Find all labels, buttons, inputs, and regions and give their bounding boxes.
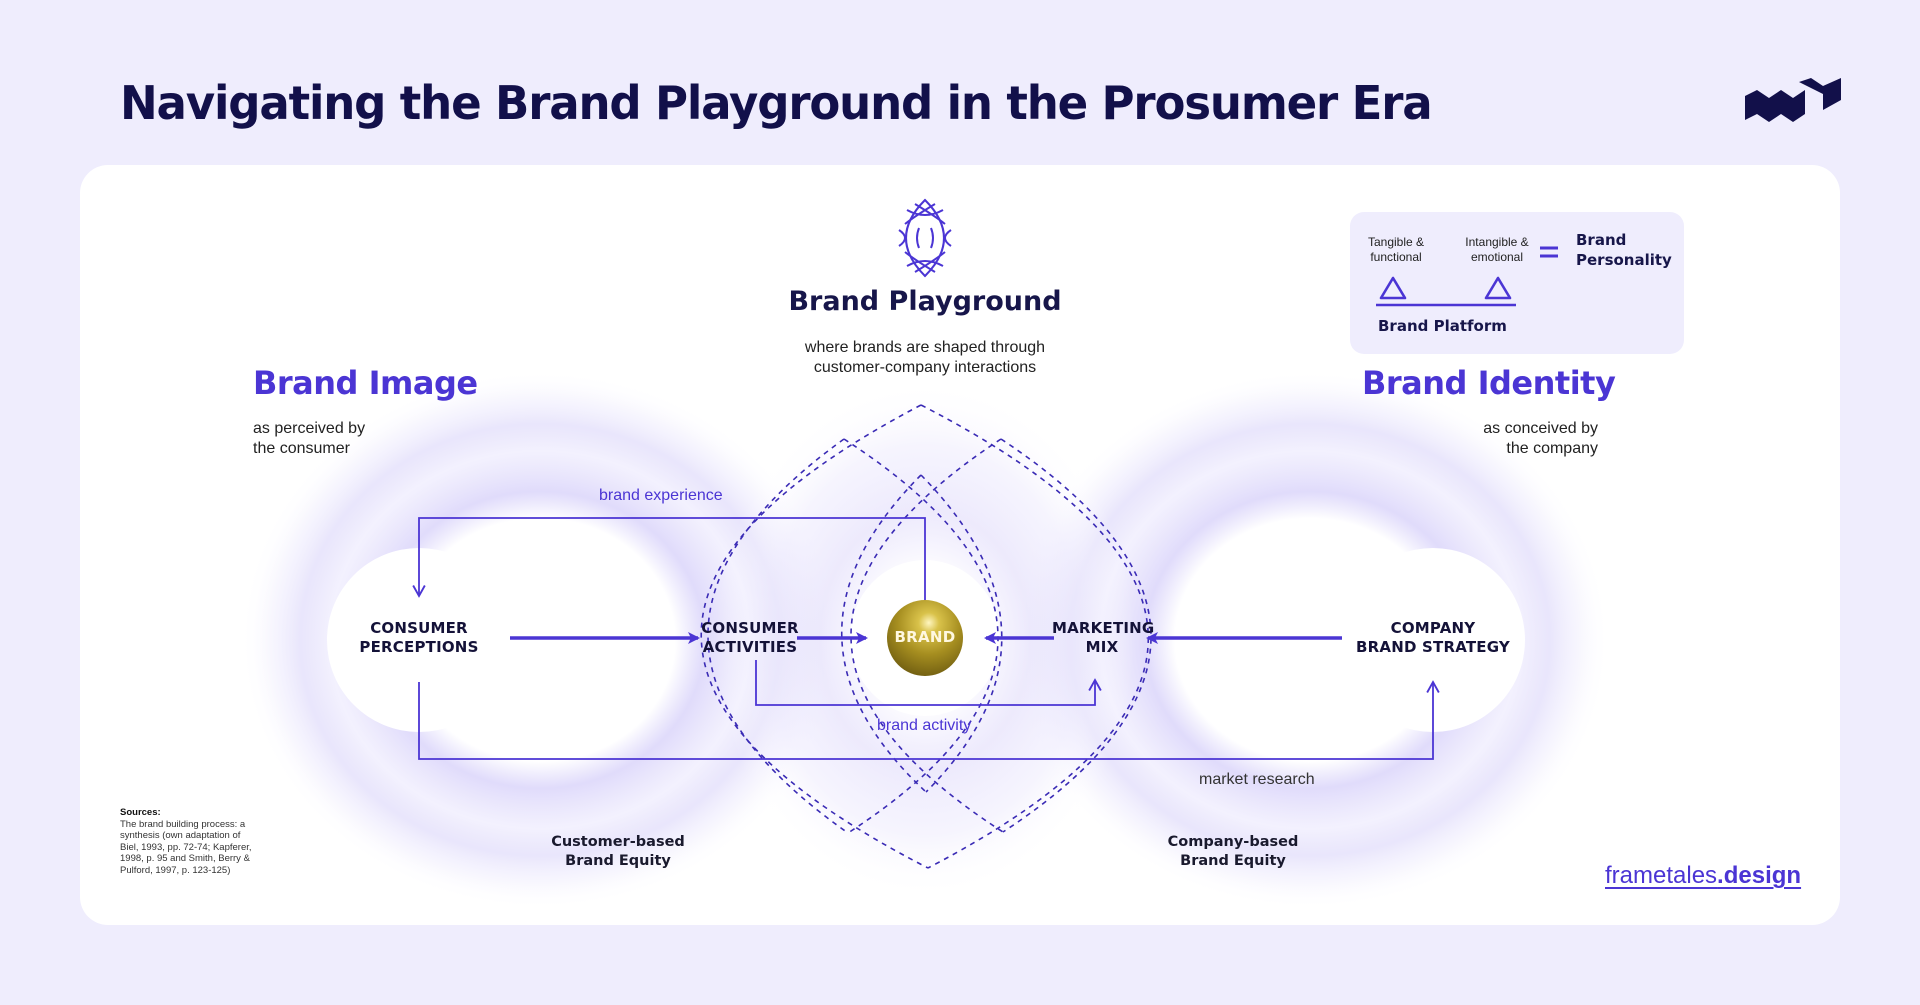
- sources-text: The brand building process: a synthesis …: [120, 818, 252, 876]
- label-brand-experience: brand experience: [599, 487, 723, 504]
- node-consumer-activities: CONSUMER ACTIVITIES: [700, 619, 800, 657]
- brand-image-sub-line1: as perceived by: [253, 420, 366, 437]
- node-consumer-perceptions-line1: CONSUMER: [370, 619, 468, 637]
- node-company-brand-strategy: COMPANY BRAND STRATEGY: [1343, 619, 1523, 657]
- legend-tangible-line2: functional: [1370, 250, 1422, 264]
- node-company-brand-strategy-line2: BRAND STRATEGY: [1356, 638, 1510, 656]
- company-equity-line1: Company-based: [1167, 834, 1299, 850]
- playground-subtitle-line1: where brands are shaped through: [804, 339, 1046, 356]
- page-title: Navigating the Brand Playground in the P…: [120, 76, 1433, 130]
- node-consumer-activities-line2: ACTIVITIES: [702, 638, 798, 656]
- node-marketing-mix: MARKETING MIX: [1052, 619, 1155, 657]
- brand-sphere: [887, 600, 963, 676]
- legend-intangible-label: Intangible & emotional: [1456, 235, 1538, 265]
- legend-result-line1: Brand: [1576, 231, 1627, 249]
- legend-intangible-line2: emotional: [1470, 250, 1524, 264]
- frametales-design-link[interactable]: frametales.design: [1605, 862, 1801, 890]
- customer-based-equity: Customer-based Brand Equity: [538, 833, 698, 871]
- playground-title: Brand Playground: [788, 286, 1062, 317]
- node-marketing-mix-line1: MARKETING: [1052, 619, 1155, 637]
- legend-balance-icon: [1376, 246, 1558, 307]
- legend-result-line2: Personality: [1576, 251, 1672, 269]
- legend-brand-personality: Brand Personality: [1576, 230, 1672, 270]
- brand-identity-subtitle: as conceived by the company: [1430, 419, 1598, 459]
- company-equity-line2: Brand Equity: [1180, 853, 1286, 869]
- brand-personality-legend: Tangible & functional Intangible & emoti…: [1350, 212, 1684, 354]
- legend-brand-platform: Brand Platform: [1378, 317, 1507, 335]
- footer-link-prefix: frametales: [1605, 862, 1718, 889]
- brand-image-subtitle: as perceived by the consumer: [253, 419, 365, 459]
- brand-image-title: Brand Image: [253, 364, 478, 402]
- legend-intangible-line1: Intangible &: [1465, 235, 1529, 249]
- lens-globe-icon: [898, 198, 952, 278]
- brand-image-sub-line2: the consumer: [253, 440, 350, 457]
- footer-link-suffix: .design: [1717, 862, 1802, 889]
- wave-logo-icon: [1745, 78, 1841, 122]
- customer-equity-line2: Brand Equity: [565, 853, 671, 869]
- node-consumer-perceptions-line2: PERCEPTIONS: [359, 638, 479, 656]
- company-based-equity: Company-based Brand Equity: [1153, 833, 1313, 871]
- sources-note: Sources: The brand building process: a s…: [120, 807, 255, 876]
- customer-equity-line1: Customer-based: [551, 834, 685, 850]
- legend-tangible-label: Tangible & functional: [1356, 235, 1436, 265]
- brand-identity-sub-line2: the company: [1506, 440, 1598, 457]
- node-marketing-mix-line2: MIX: [1085, 638, 1119, 656]
- node-consumer-activities-line1: CONSUMER: [701, 619, 799, 637]
- playground-subtitle: where brands are shaped through customer…: [760, 338, 1090, 378]
- node-brand: BRAND: [894, 628, 956, 646]
- node-consumer-perceptions: CONSUMER PERCEPTIONS: [339, 619, 499, 657]
- sources-heading: Sources:: [120, 807, 161, 818]
- playground-subtitle-line2: customer-company interactions: [813, 359, 1037, 376]
- legend-tangible-line1: Tangible &: [1367, 235, 1425, 249]
- label-brand-activity: brand activity: [877, 717, 972, 734]
- node-company-brand-strategy-line1: COMPANY: [1390, 619, 1476, 637]
- label-market-research: market research: [1199, 771, 1315, 788]
- brand-identity-sub-line1: as conceived by: [1483, 420, 1598, 437]
- brand-identity-title: Brand Identity: [1362, 364, 1616, 402]
